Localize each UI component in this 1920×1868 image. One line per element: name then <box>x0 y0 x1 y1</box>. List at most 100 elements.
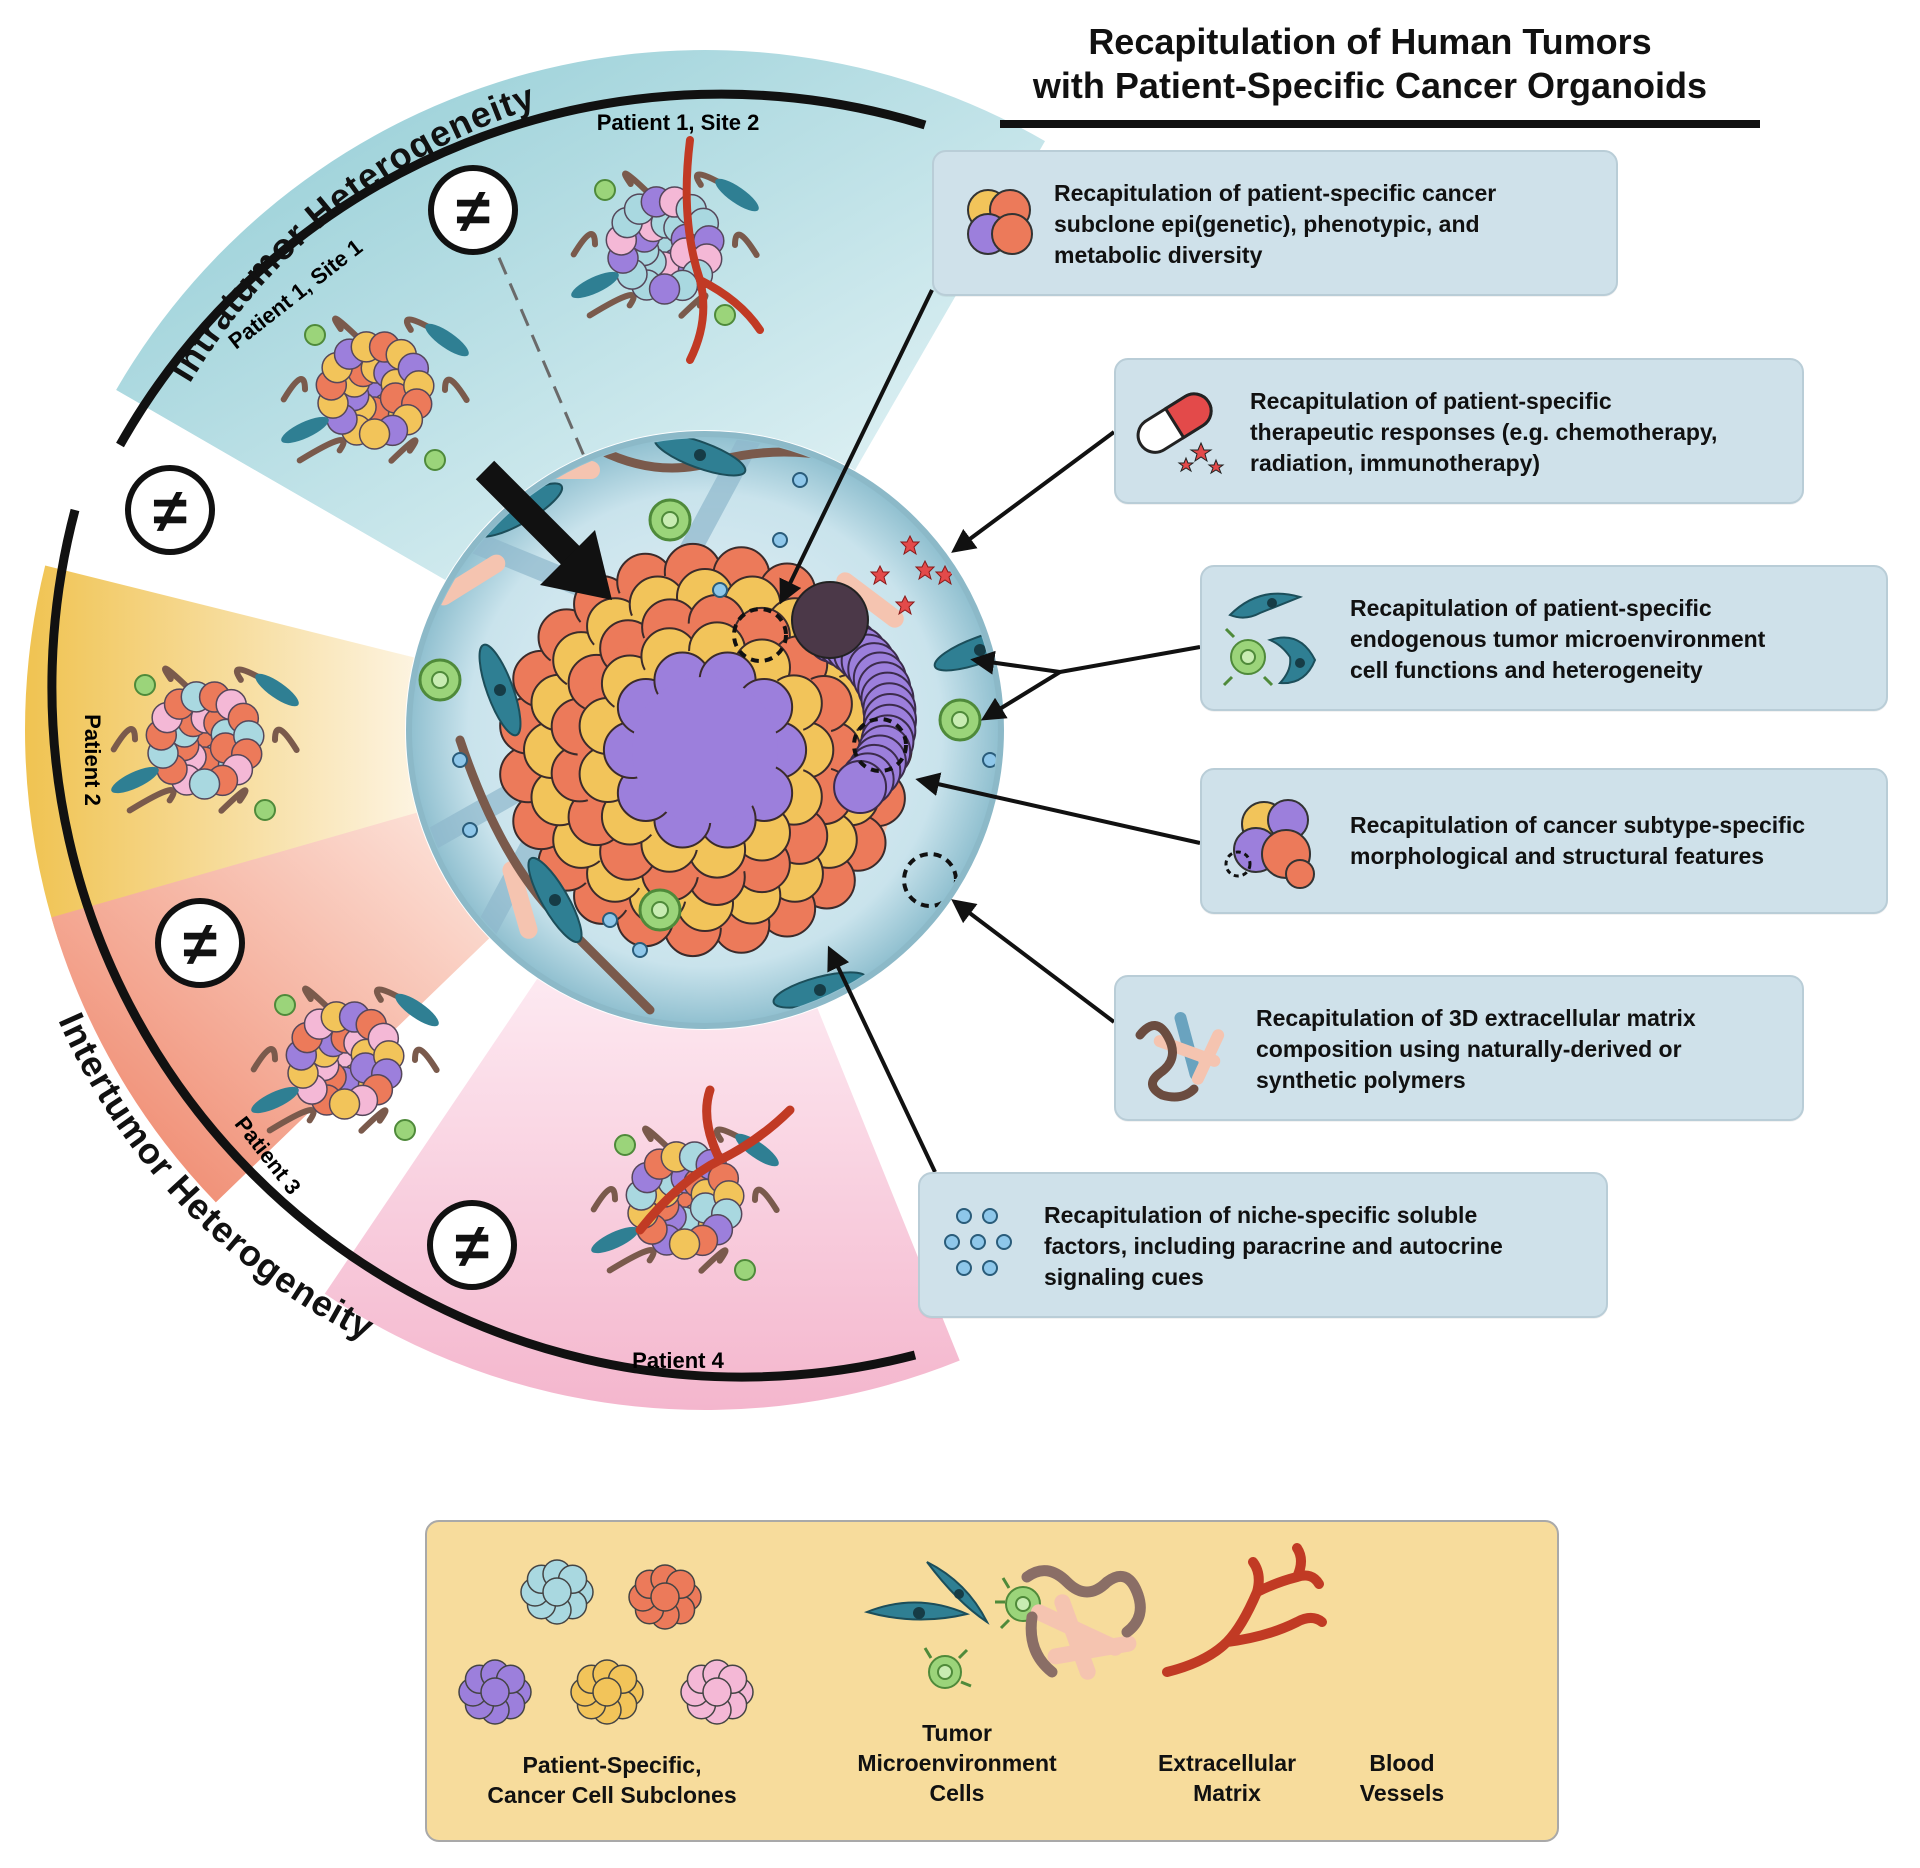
legend-label-tme: Tumor Microenvironment Cells <box>847 1718 1067 1808</box>
ecm-strand <box>302 985 333 1012</box>
segment-gap <box>66 390 446 628</box>
ecm-strand <box>642 1125 673 1152</box>
legend-subclone-purple <box>458 1659 532 1725</box>
feature-text-line: factors, including paracrine and autocri… <box>1044 1233 1503 1259</box>
feature-box-therapeutic-responses: Recapitulation of patient-specific thera… <box>1114 358 1804 504</box>
not-equal-symbol: ≠ <box>183 910 217 979</box>
organoid-patient-2 <box>110 665 300 821</box>
feature-text-line: Recapitulation of patient-specific <box>1250 388 1612 414</box>
fibroblast-cell <box>715 178 759 212</box>
highlight-ring <box>852 717 908 773</box>
intertumor-arc <box>47 508 917 1382</box>
ecm-strand <box>162 665 193 692</box>
segment-label-p1s2: Patient 1, Site 2 <box>597 110 760 135</box>
legend-label-subclones: Patient-Specific, Cancer Cell Subclones <box>447 1750 777 1810</box>
segment-label-p4: Patient 4 <box>632 1348 724 1373</box>
legend-text-line: Matrix <box>1193 1780 1261 1806</box>
organoid-subclones-icon <box>967 189 1033 255</box>
feature-text-line: cell functions and heterogeneity <box>1350 657 1703 683</box>
feature-text-line: Recapitulation of cancer subtype-specifi… <box>1350 812 1806 838</box>
feature-text-line: Recapitulation of patient-specific <box>1350 595 1712 621</box>
tme-cells-icon <box>1222 592 1317 687</box>
not-equal-symbol: ≠ <box>455 1212 489 1281</box>
connector-arrow <box>779 289 934 605</box>
ecm-strand <box>272 726 300 753</box>
fibroblast-cell <box>255 673 299 707</box>
site-divider-line <box>486 231 592 471</box>
feature-text-line: radiation, immunotherapy) <box>1250 450 1541 476</box>
legend-text-line: Extracellular <box>1157 1750 1297 1776</box>
ecm-strand <box>606 1247 657 1274</box>
connector-arrow <box>980 670 1062 721</box>
not-equal-badges: ≠ ≠ ≠ ≠ <box>125 165 518 1290</box>
title-line-2: with Patient-Specific Cancer Organoids <box>1032 65 1708 106</box>
feature-connector-arrows <box>779 289 1201 1173</box>
feature-text-line: endogenous tumor microenvironment <box>1350 626 1766 652</box>
not-equal-badge: ≠ <box>427 1200 517 1290</box>
immune-nucleus <box>431 671 449 689</box>
feature-text-line: Recapitulation of patient-specific cance… <box>1054 180 1497 206</box>
cancer-cell <box>358 418 391 450</box>
legend-text-line: Cells <box>929 1780 985 1806</box>
ecm-strand <box>250 1046 279 1073</box>
drug-star <box>894 594 916 616</box>
subclone-cell <box>592 1677 622 1707</box>
ecm-strand <box>590 1186 619 1213</box>
ecm-strand <box>698 1247 729 1274</box>
matrix-rod <box>502 861 538 939</box>
organoid-patient-3 <box>250 985 440 1141</box>
ecm-strand <box>570 231 599 258</box>
drug-capsule-icon <box>1136 392 1225 475</box>
feature-text-line: Recapitulation of 3D extracellular matri… <box>1256 1005 1696 1031</box>
soluble-factor <box>982 752 997 768</box>
legend-text-line: Patient-Specific, <box>522 1752 702 1778</box>
fibroblast-nucleus <box>494 684 506 696</box>
legend-subclones-icon <box>458 1559 754 1725</box>
not-equal-badge: ≠ <box>125 465 215 555</box>
feature-box-soluble-factors: Recapitulation of niche-specific soluble… <box>918 1172 1608 1318</box>
title-underline <box>1000 120 1760 128</box>
legend-label-ecm: Extracellular Matrix <box>1127 1748 1327 1808</box>
fibroblast-nucleus <box>549 894 561 906</box>
ecm-strand <box>296 437 347 464</box>
segment-intratumor <box>116 49 1045 581</box>
figure-title: Recapitulation of Human Tumors with Pati… <box>950 20 1790 108</box>
cancer-cell <box>328 1088 361 1120</box>
soluble-factor <box>772 532 788 548</box>
fibroblast-cell <box>591 1226 639 1254</box>
soluble-factor <box>602 912 618 928</box>
feature-text-line: subclone epi(genetic), phenotypic, and <box>1054 211 1480 237</box>
ecm-strand <box>388 437 419 464</box>
immune-cell <box>594 179 616 201</box>
feature-text-line: morphological and structural features <box>1350 843 1765 869</box>
subtype-morphology-icon <box>1224 799 1315 889</box>
feature-box-tme-cells: Recapitulation of patient-specific endog… <box>1200 565 1888 711</box>
cancer-cell <box>188 768 221 800</box>
feature-box-extracellular-matrix: Recapitulation of 3D extracellular matri… <box>1114 975 1804 1121</box>
feature-text-line: signaling cues <box>1044 1264 1204 1290</box>
connector-arrow <box>951 430 1116 553</box>
subclone-cell <box>702 1677 732 1707</box>
necrotic-core <box>791 581 869 659</box>
ecm-strand <box>442 376 470 403</box>
matrix-rod <box>434 554 506 606</box>
fibroblast-cell <box>281 416 329 444</box>
feature-box-subclone-diversity: Recapitulation of patient-specific cance… <box>932 150 1618 296</box>
legend-text-line: Cancer Cell Subclones <box>487 1782 737 1808</box>
immune-cell <box>734 1259 756 1281</box>
ecm-strand <box>280 376 309 403</box>
matrix-rod <box>836 572 904 628</box>
connector-arrow <box>970 650 1061 675</box>
ecm-strand <box>332 315 363 342</box>
not-equal-circle <box>125 465 215 555</box>
feature-text-line: Recapitulation of niche-specific soluble <box>1044 1202 1478 1228</box>
not-equal-badge: ≠ <box>428 165 518 255</box>
legend-subclone-pink <box>680 1659 754 1725</box>
connector-arrow <box>915 772 1201 845</box>
legend-ecm-icon <box>1021 1565 1146 1680</box>
fibroblast-cell <box>111 766 159 794</box>
segment-organoids <box>110 136 795 1281</box>
immune-cell <box>274 994 296 1016</box>
legend-subclone-orange <box>628 1564 702 1630</box>
